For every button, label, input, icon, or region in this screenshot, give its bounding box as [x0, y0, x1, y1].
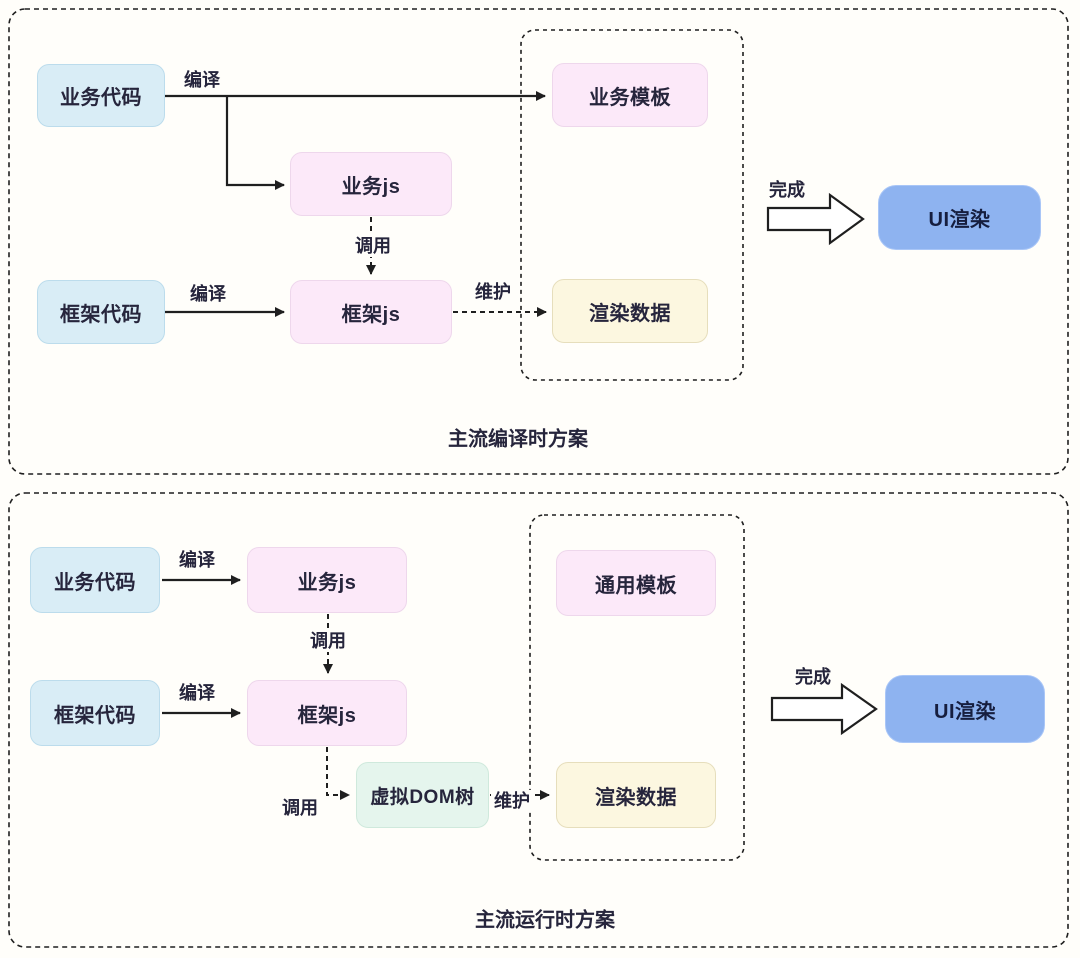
edge-label-maintain-compile: 维护: [475, 282, 511, 302]
node-business-js-runtime: 业务js: [247, 547, 407, 613]
edge-label-compile-framework-rt: 编译: [179, 683, 215, 703]
block-arrow-complete-compile-time: [766, 192, 865, 246]
node-business-js-compile: 业务js: [290, 152, 452, 216]
edge-label-call-compile: 调用: [352, 235, 394, 257]
compile-time-render-group-border: [520, 29, 744, 381]
node-framework-code-compile: 框架代码: [37, 280, 165, 344]
runtime-render-group-border: [529, 514, 745, 861]
node-generic-template: 通用模板: [556, 550, 716, 616]
node-ui-render-runtime: UI渲染: [885, 675, 1045, 743]
arrow-framework-js-call-vdom: [326, 747, 350, 800]
compile-time-caption: 主流编译时方案: [448, 428, 588, 451]
node-framework-code-runtime: 框架代码: [30, 680, 160, 746]
node-business-template: 业务模板: [552, 63, 708, 127]
node-render-data-compile: 渲染数据: [552, 279, 708, 343]
edge-label-maintain-rt: 维护: [491, 790, 533, 812]
edge-label-compile-business-rt: 编译: [179, 550, 215, 570]
edge-label-compile-framework: 编译: [190, 284, 226, 304]
node-virtual-dom-tree: 虚拟DOM树: [356, 762, 489, 828]
block-arrow-complete-runtime: [770, 682, 878, 736]
runtime-caption: 主流运行时方案: [475, 909, 615, 932]
compile-time-section-border: [8, 8, 1069, 475]
runtime-section-border: [8, 492, 1069, 948]
node-ui-render-compile: UI渲染: [878, 185, 1041, 250]
node-framework-js-compile: 框架js: [290, 280, 452, 344]
edge-label-call-business-rt: 调用: [307, 630, 349, 652]
arrow-branch-to-business-js: [225, 96, 285, 190]
node-framework-js-runtime: 框架js: [247, 680, 407, 746]
edge-label-complete-rt: 完成: [795, 667, 831, 687]
node-business-code-runtime: 业务代码: [30, 547, 160, 613]
edge-label-call-vdom: 调用: [282, 798, 318, 818]
edge-label-complete-compile: 完成: [769, 180, 805, 200]
node-render-data-runtime: 渲染数据: [556, 762, 716, 828]
node-business-code-compile: 业务代码: [37, 64, 165, 127]
edge-label-compile-business: 编译: [184, 70, 220, 90]
